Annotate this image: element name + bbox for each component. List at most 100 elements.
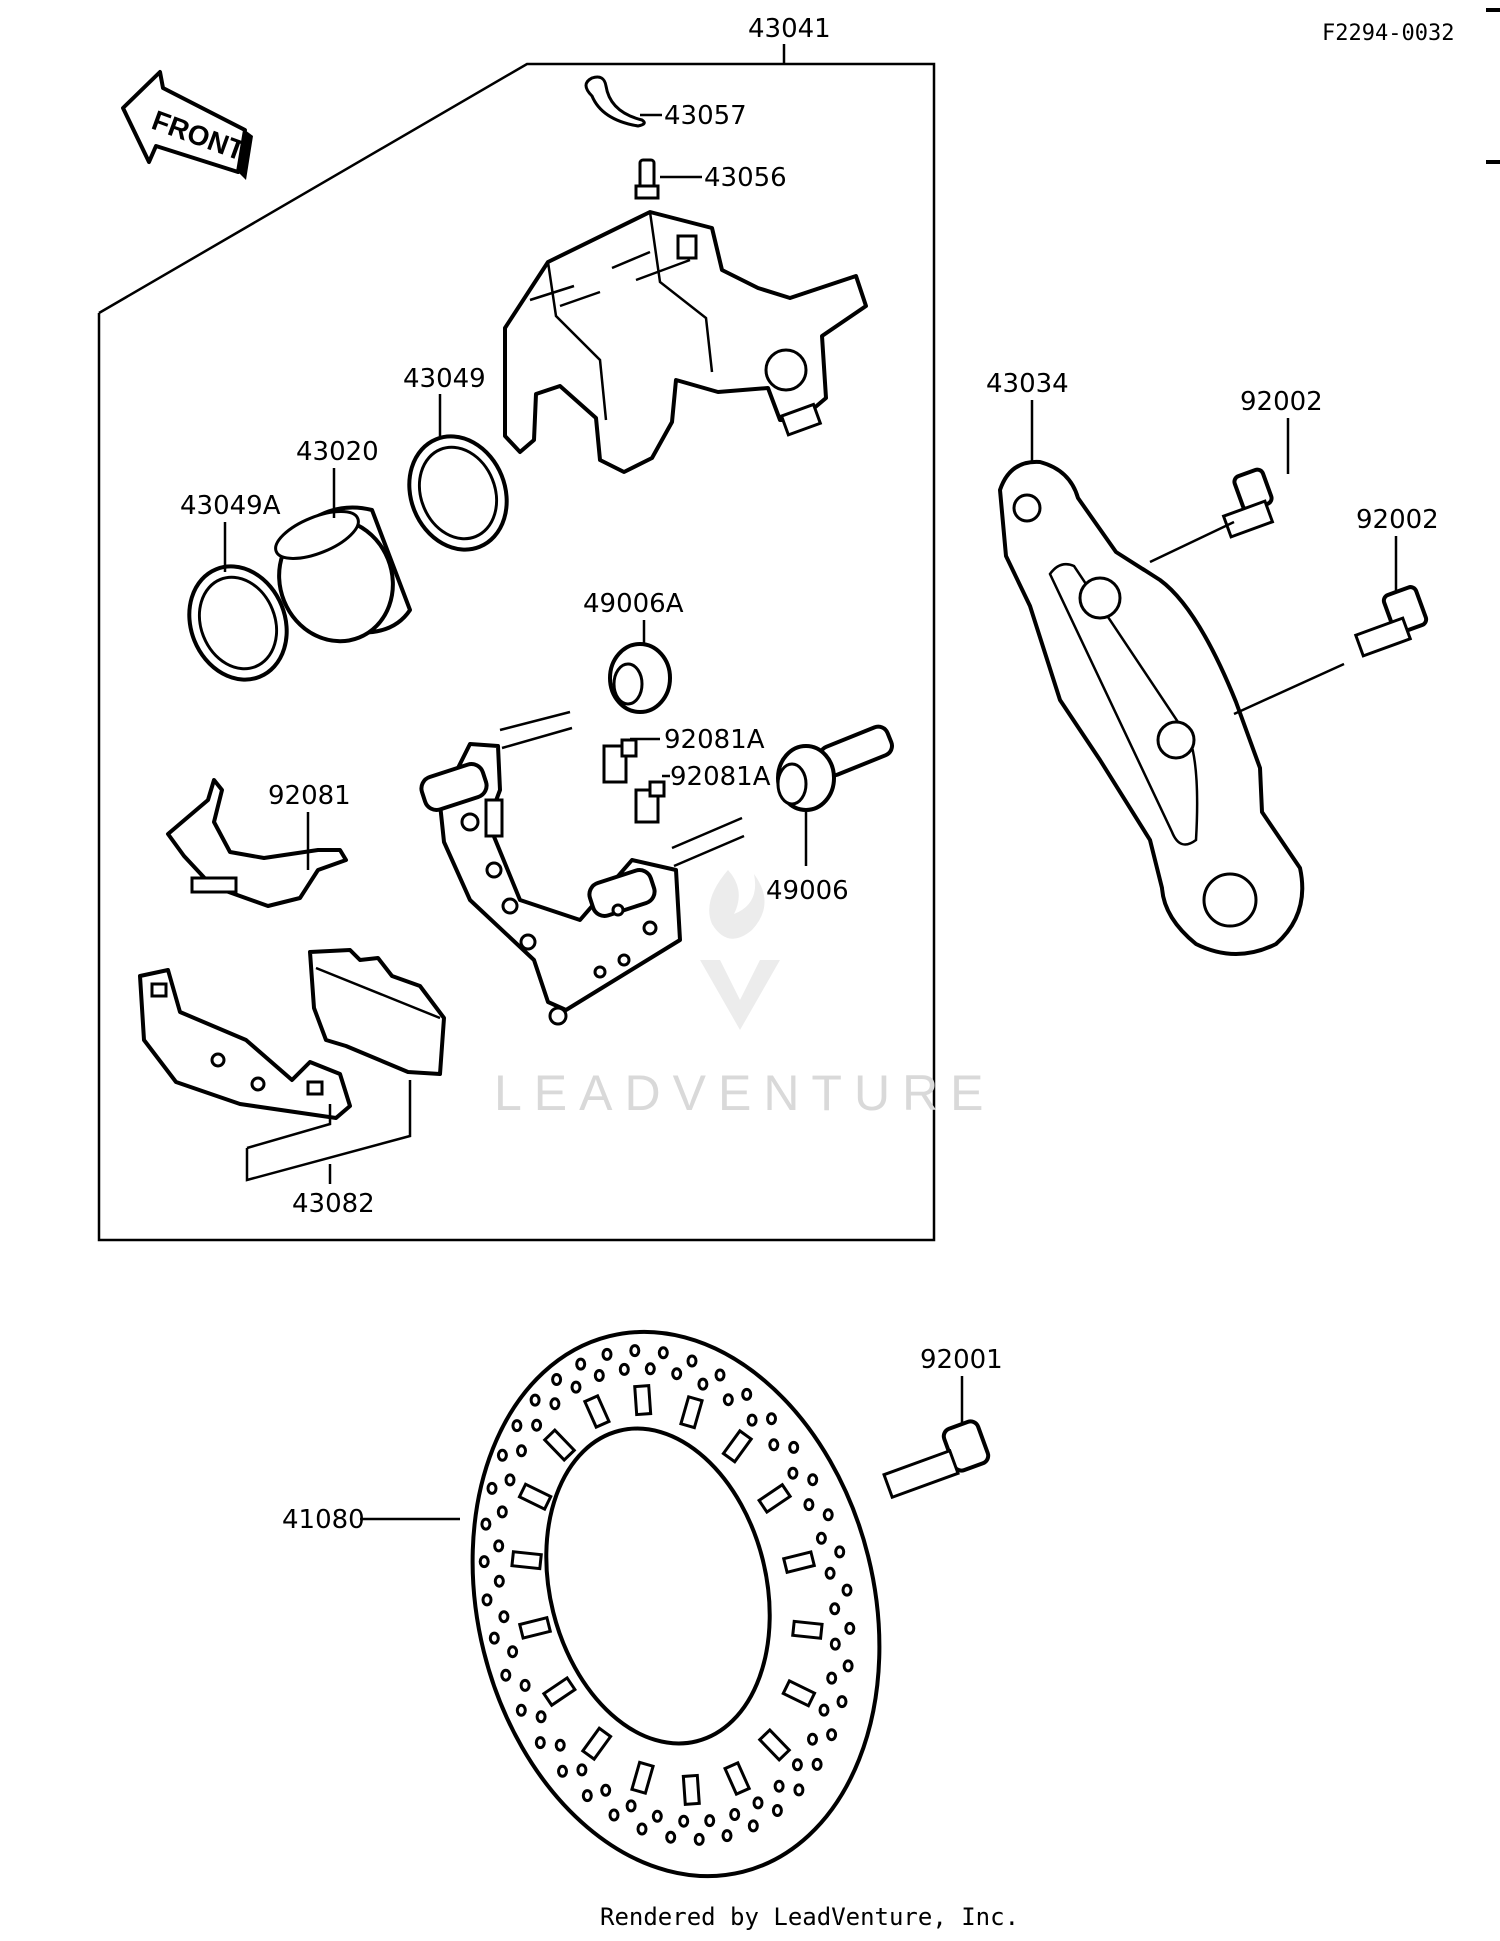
pin-92081a-top <box>602 738 638 784</box>
seal-43049a <box>187 564 289 682</box>
disc-hole <box>515 1703 527 1717</box>
disc-hole <box>519 1678 531 1692</box>
front-arrow: FRONT <box>121 70 253 180</box>
bolt-92001 <box>882 1419 991 1500</box>
disc-hole <box>729 1808 741 1821</box>
disc-hole <box>557 1764 568 1778</box>
disc-hole <box>581 1789 593 1803</box>
disc-hole <box>500 1668 512 1682</box>
disc-hole <box>576 1763 588 1777</box>
watermark: LEADVENTURE <box>494 870 984 1121</box>
disc-hole <box>704 1814 716 1828</box>
disc-slot <box>630 1760 655 1796</box>
label-43020: 43020 <box>296 437 379 467</box>
label-92002-bottom: 92002 <box>1356 505 1439 535</box>
disc-hole <box>693 1832 705 1846</box>
disc-hole <box>834 1545 846 1559</box>
label-41080: 41080 <box>282 1505 365 1535</box>
disc-hole <box>686 1354 698 1368</box>
disc-hole <box>815 1531 827 1545</box>
disc-slot <box>721 1428 754 1464</box>
label-43057: 43057 <box>664 101 747 131</box>
disc-slot <box>781 1678 817 1708</box>
disc-hole <box>493 1539 505 1553</box>
disc-hole <box>771 1804 783 1817</box>
disc-hole <box>768 1438 780 1452</box>
brake-pads-43082 <box>138 948 446 1120</box>
disc-slot <box>679 1394 704 1430</box>
label-92081a-bottom: 92081A <box>670 762 771 792</box>
pin-92081a-bottom <box>634 780 666 824</box>
disc-hole <box>791 1758 803 1772</box>
disc-hole <box>671 1367 683 1381</box>
disc-hole <box>534 1736 546 1750</box>
disc-hole <box>657 1346 669 1360</box>
disc-slot <box>517 1482 553 1512</box>
leader-92002-top-part <box>1149 520 1235 564</box>
disc-hole <box>488 1631 500 1645</box>
disc-hole <box>746 1413 758 1427</box>
disc-slots <box>510 1384 824 1806</box>
caliper-support-bracket <box>419 710 745 1026</box>
disc-hole <box>841 1583 853 1597</box>
disc-slot <box>633 1384 653 1417</box>
leader-43082-b <box>246 1104 332 1150</box>
disc-hole <box>531 1418 543 1432</box>
disc-hole <box>480 1517 492 1531</box>
label-49006a: 49006A <box>583 589 684 619</box>
disc-hole <box>575 1357 587 1371</box>
disc-hole <box>807 1732 818 1746</box>
disc-slot <box>791 1619 824 1640</box>
leader-43082-a <box>245 1080 412 1182</box>
disc-hole <box>549 1397 561 1411</box>
disc-hole <box>773 1779 785 1793</box>
disc-hole <box>678 1814 690 1828</box>
disc-hole <box>636 1822 648 1836</box>
disc-hole <box>803 1498 815 1512</box>
disc-hole <box>826 1728 838 1742</box>
label-49006: 49006 <box>766 876 849 906</box>
disc-slot <box>582 1393 611 1430</box>
disc-hole <box>829 1637 841 1651</box>
disc-cooling-holes <box>478 1344 856 1846</box>
disc-hole <box>824 1566 836 1580</box>
disc-hole <box>811 1757 823 1771</box>
disc-hole <box>600 1783 612 1797</box>
disc-hole <box>714 1368 726 1382</box>
disc-slot <box>510 1550 543 1571</box>
disc-hole <box>629 1344 641 1358</box>
piston-43020 <box>274 505 412 644</box>
disc-hole <box>507 1645 519 1659</box>
disc-slot <box>723 1760 752 1797</box>
disc-slot <box>756 1482 793 1515</box>
disc-hole <box>741 1387 753 1401</box>
disc-hole <box>551 1373 563 1386</box>
disc-hole <box>504 1473 516 1487</box>
disc-hole <box>822 1508 834 1522</box>
label-43082: 43082 <box>292 1189 375 1219</box>
label-92081: 92081 <box>268 781 351 811</box>
disc-slot <box>542 1428 577 1463</box>
disc-hole <box>554 1738 566 1752</box>
bleeder-cap-43057 <box>584 75 646 128</box>
disc-hole <box>608 1808 620 1822</box>
pad-spring-92081 <box>166 778 348 908</box>
label-92002-top: 92002 <box>1240 387 1323 417</box>
caliper-body <box>503 210 868 474</box>
disc-hole <box>486 1481 498 1495</box>
disc-slot <box>681 1773 701 1806</box>
disc-hole <box>793 1783 805 1797</box>
disc-hole <box>601 1347 613 1361</box>
bolt-92002-bottom <box>1353 585 1429 658</box>
disc-hole <box>807 1473 819 1487</box>
disc-hole <box>496 1448 508 1462</box>
disc-hole <box>752 1796 764 1810</box>
seal-43049 <box>407 434 509 552</box>
caliper-bracket-43034 <box>998 459 1305 956</box>
disc-hole <box>570 1380 582 1394</box>
disc-hole <box>697 1377 709 1391</box>
caliper-assembly-border <box>97 62 936 1242</box>
disc-slot <box>517 1615 553 1640</box>
disc-hole <box>721 1829 733 1843</box>
